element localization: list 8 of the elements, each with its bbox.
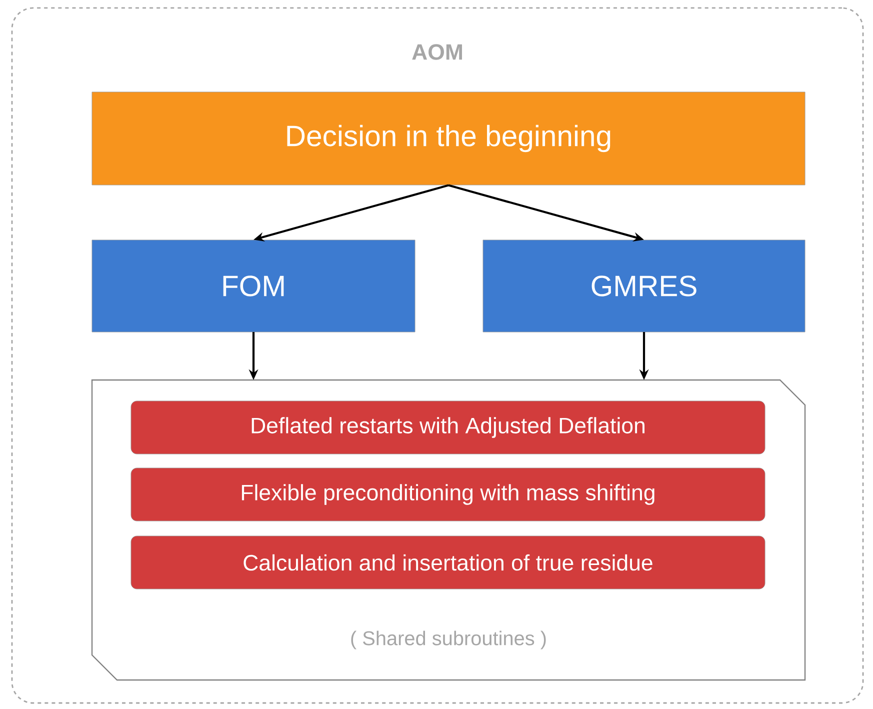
decision-box: Decision in the beginning	[92, 92, 806, 186]
method-box: FOM	[92, 240, 416, 332]
subroutine-box: Deflated restarts with Adjusted Deflation	[130, 400, 766, 454]
subroutine-box: Calculation and insertation of true residue	[130, 536, 766, 590]
method-box: GMRES	[482, 240, 806, 332]
subroutine-box: Flexible preconditioning with mass shifting	[130, 468, 766, 522]
group-title: AOM	[412, 44, 462, 60]
panel-caption: ( Shared subroutines )	[351, 630, 546, 650]
